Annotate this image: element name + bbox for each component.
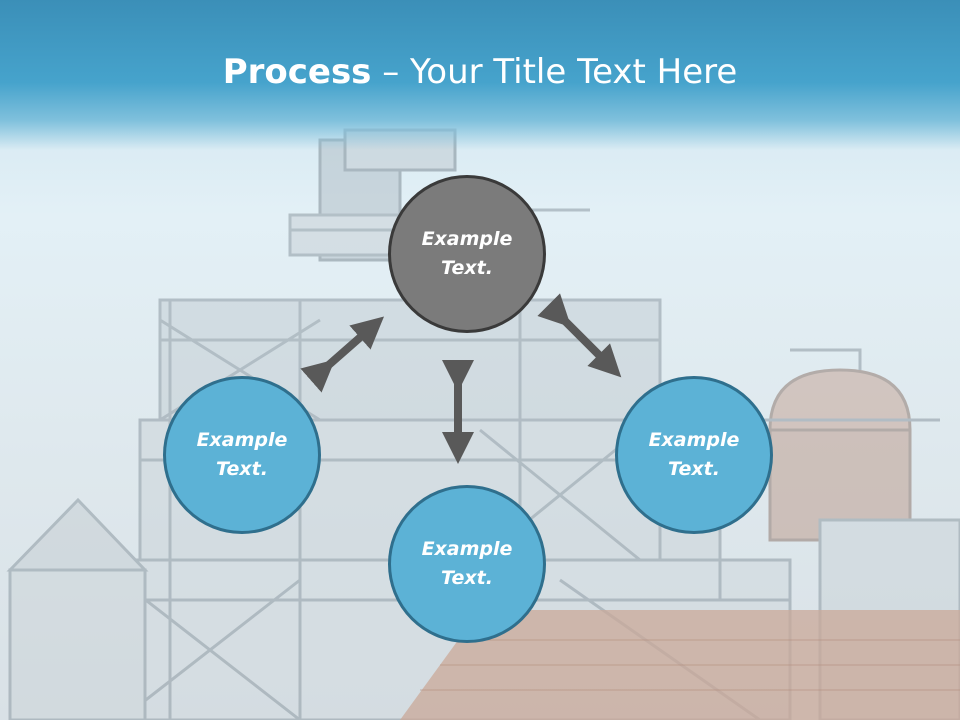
node-top-text: Example Text. <box>421 228 513 279</box>
process-node-right: Example Text. <box>615 376 773 534</box>
title-bar <box>0 0 960 150</box>
slide-title: Process – Your Title Text Here <box>0 52 960 92</box>
arrow-top-left <box>300 316 385 393</box>
arrow-top-right <box>537 293 622 378</box>
process-node-bottom: Example Text. <box>388 485 546 643</box>
title-bold: Process <box>222 52 372 92</box>
title-rest: – Your Title Text Here <box>371 52 738 92</box>
process-node-left: Example Text. <box>163 376 321 534</box>
node-left-text: Example Text. <box>196 429 288 480</box>
node-bottom-text: Example Text. <box>421 538 513 589</box>
node-right-text: Example Text. <box>648 429 740 480</box>
process-node-top: Example Text. <box>388 175 546 333</box>
